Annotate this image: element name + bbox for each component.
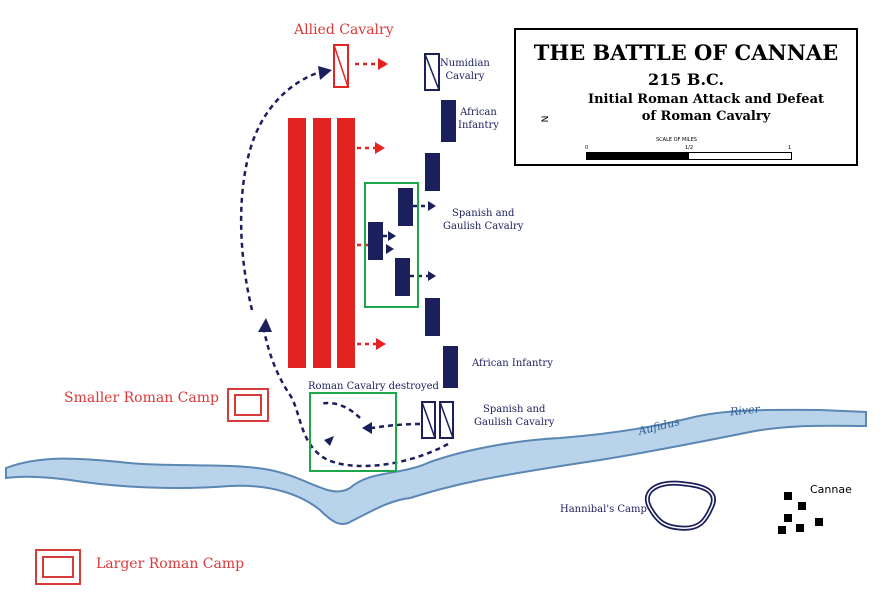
title-box: THE BATTLE OF CANNAE 215 B.C. Initial Ro… [514,28,858,166]
hannibals-camp-label: Hannibal's Camp [560,504,647,515]
scale-tick-half: 1/2 [685,145,694,151]
allied-cavalry-label: Allied Cavalry [294,22,394,38]
scale-bar [586,152,792,160]
cavalry-arrow-head-1 [258,318,272,332]
african-infantry-block-top [441,100,456,142]
carthaginian-block-2 [425,153,440,191]
carthaginian-block-5 [395,258,410,296]
spanish-gaulish-top-label: Spanish and Gaulish Cavalry [443,208,524,232]
larger-roman-camp-label: Larger Roman Camp [96,556,245,572]
african-infantry-bottom-label: African Infantry [472,358,553,369]
carthaginian-block-6 [425,298,440,336]
roman-infantry-column-3 [337,118,355,368]
aufidus-river [5,408,867,526]
carthaginian-cavalry-path [239,70,449,468]
african-infantry-block-bottom [443,346,458,388]
map-subtitle-line2: of Roman Cavalry [641,109,771,124]
cannae-label: Cannae [810,483,852,496]
smaller-roman-camp [227,388,269,422]
carthaginian-block-3 [398,188,413,226]
allied-cavalry-unit [333,44,349,88]
numidian-cavalry-unit [424,53,440,91]
roman-cavalry-destroyed-label: Roman Cavalry destroyed [308,381,439,392]
map-subtitle-line1: Initial Roman Attack and Defeat [588,92,824,107]
roman-infantry-column-2 [313,118,331,368]
roman-infantry-column-1 [288,118,306,368]
spanish-gaulish-bottom-label: Spanish and Gaulish Cavalry [474,404,555,428]
african-infantry-top-label: African Infantry [458,107,499,131]
numidian-cavalry-label: Numidian Cavalry [440,58,490,82]
highlight-box-center [364,182,419,308]
larger-roman-camp [35,549,81,585]
highlight-box-bottom [309,392,397,472]
scale-label: SCALE OF MILES [656,137,697,143]
smaller-roman-camp-label: Smaller Roman Camp [64,390,219,406]
carthaginian-block-4 [368,222,383,260]
scale-tick-1: 1 [788,145,792,151]
map-year: 215 B.C. [647,70,725,89]
cavalry-arrow-head-4 [324,436,334,446]
spanish-gaulish-cavalry-unit [421,401,454,439]
map-title: THE BATTLE OF CANNAE [533,40,839,65]
cavalry-arrow-head-2 [318,66,332,80]
cavalry-arrow-head-3 [362,422,372,434]
cannae-town [778,492,823,534]
scale-tick-0: 0 [585,145,589,151]
north-label: N [538,115,549,123]
